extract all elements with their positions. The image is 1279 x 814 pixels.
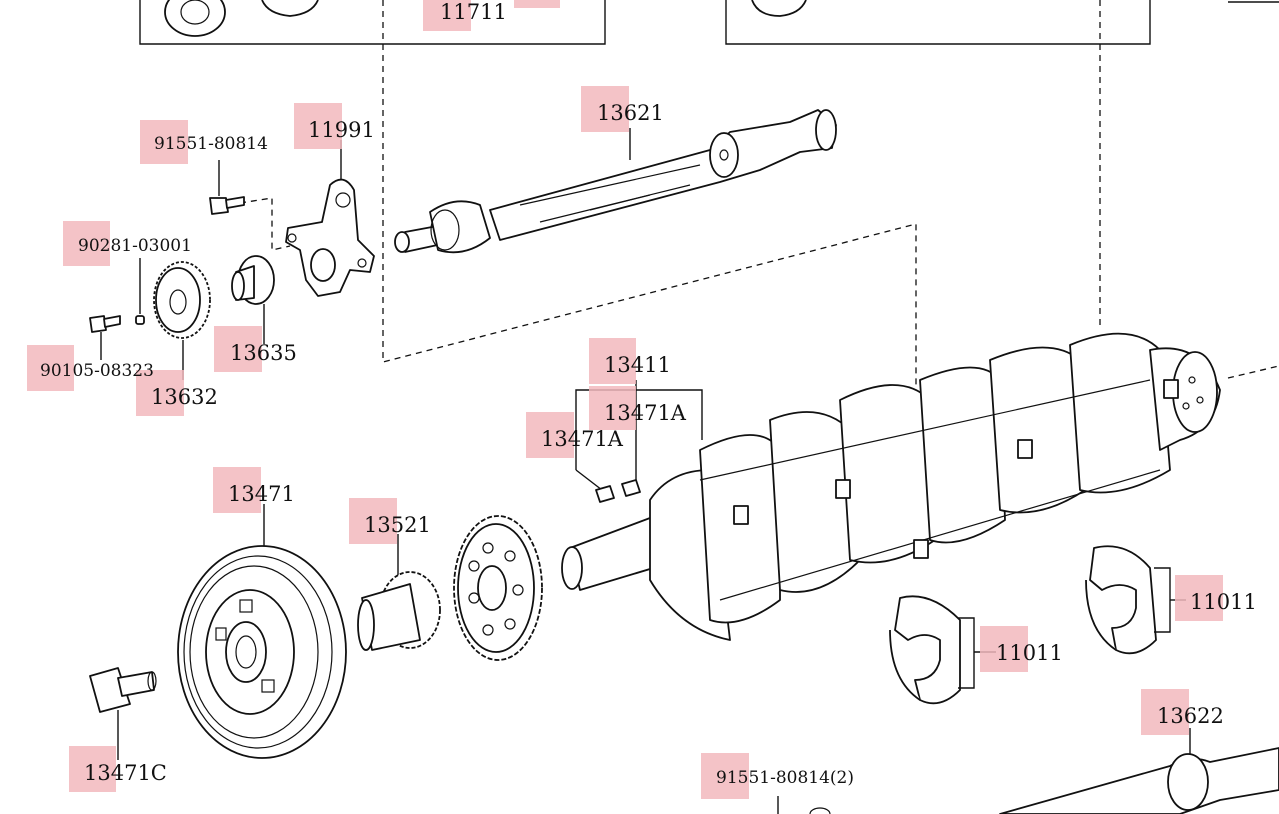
gear-13521-drawing [357, 534, 441, 651]
camshaft-drawing [394, 109, 837, 254]
part-label-90105-08323[interactable]: 90105-08323 [40, 361, 154, 381]
part-label-11991[interactable]: 11991 [308, 118, 375, 142]
part-label-91551-80814[interactable]: 91551-80814 [154, 134, 268, 154]
highlight-11011-lower [980, 626, 1028, 672]
highlight-90105 [27, 345, 74, 391]
top-left-frame [139, 0, 606, 45]
highlight-13471 [213, 467, 261, 513]
part-label-11011-upper[interactable]: 11011 [1190, 590, 1257, 614]
part-label-91551-80814-2[interactable]: 91551-80814(2) [716, 768, 854, 788]
top-right-frame [725, 0, 1279, 45]
dashed-leaders [239, 0, 1279, 390]
part-label-13632[interactable]: 13632 [151, 385, 218, 409]
part-label-13471C[interactable]: 13471C [84, 761, 167, 785]
thrust-washer-lower-drawing [889, 595, 996, 705]
highlight-13471A-right [589, 386, 636, 430]
pulley-13471-drawing [177, 504, 347, 759]
sprocket-drawing [453, 515, 543, 661]
highlight-13521 [349, 498, 397, 544]
highlight-11011-upper [1175, 575, 1223, 621]
part-label-13521[interactable]: 13521 [364, 513, 431, 537]
part-label-11711[interactable]: 11711 [440, 0, 507, 24]
highlight-90281 [63, 221, 110, 266]
crankshaft-drawing [561, 332, 1221, 641]
highlight-13471C [69, 746, 116, 792]
thrust-washer-upper-drawing [1085, 545, 1186, 655]
highlight-13635 [214, 326, 262, 372]
highlight-11991 [294, 103, 342, 149]
key-leaders [575, 380, 703, 503]
highlight-91551 [140, 120, 188, 164]
part-label-13621[interactable]: 13621 [597, 101, 664, 125]
highlight-11711 [423, 0, 471, 31]
highlight-13411 [589, 338, 636, 384]
part-label-90281-03001[interactable]: 90281-03001 [78, 236, 192, 256]
bracket-11991-drawing [285, 140, 375, 297]
highlight-91551-2 [701, 753, 749, 799]
highlight-13471A-left [526, 412, 574, 458]
part-label-13471A-left[interactable]: 13471A [541, 427, 623, 451]
shaft-13635-drawing [231, 255, 275, 344]
bolt-91551-drawing [209, 160, 245, 215]
pin-90281-drawing [135, 258, 145, 325]
highlight-13622 [1141, 689, 1189, 735]
highlight-13621 [581, 86, 629, 132]
part-label-13622[interactable]: 13622 [1157, 704, 1224, 728]
part-label-13471[interactable]: 13471 [228, 482, 295, 506]
part-label-11011-lower[interactable]: 11011 [996, 641, 1063, 665]
bolt-13471C-drawing [89, 667, 157, 760]
highlight-top-center [514, 0, 560, 8]
part-label-13635[interactable]: 13635 [230, 341, 297, 365]
gear-13632-drawing [153, 261, 211, 380]
part-label-13411[interactable]: 13411 [604, 353, 671, 377]
highlight-13632 [136, 370, 184, 416]
part-label-13471A-right[interactable]: 13471A [604, 401, 686, 425]
camshaft-lower-drawing [777, 728, 1279, 814]
bolt-90105-drawing [89, 315, 121, 360]
